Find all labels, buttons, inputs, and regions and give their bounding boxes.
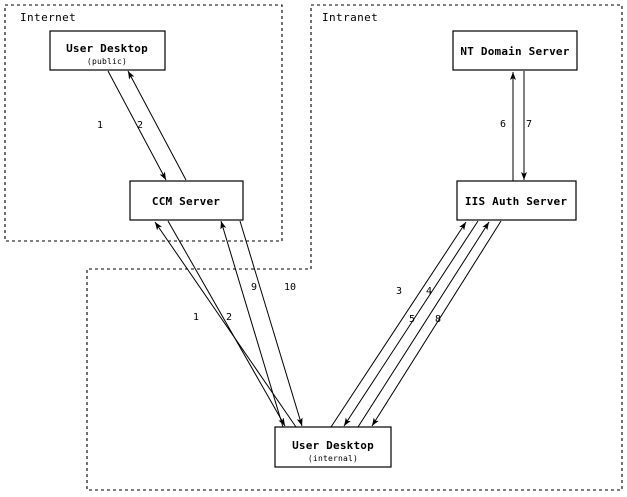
node-box-iis-auth-server[interactable] [456,180,577,221]
flow-line-1-public [107,70,167,181]
node-ccm-server[interactable]: CCM Server [129,180,244,221]
zone-internet-boundary [4,4,283,242]
flow-label-8: 8 [435,314,441,325]
flow-line-3 [330,221,467,428]
flow-label-1-bottom: 1 [193,312,199,323]
zone-label-internet: Internet [20,11,76,24]
node-title-nt-domain-server: NT Domain Server [460,45,569,58]
flow-label-2-bottom: 2 [226,312,232,323]
link-internal-desktop-iis-5-8 [357,220,502,428]
node-title-iis-auth-server: IIS Auth Server [465,195,568,208]
flow-line-10 [239,220,303,427]
node-user-desktop-public[interactable]: User Desktop (public) [49,30,166,71]
link-internal-desktop-iis-3-4 [330,220,479,428]
flow-label-6: 6 [500,119,506,130]
node-box-nt-domain-server[interactable] [452,30,578,71]
flow-label-5: 5 [409,314,415,325]
flow-label-2-top: 2 [137,120,143,131]
node-title-user-desktop-public: User Desktop [66,42,148,55]
node-nt-domain-server[interactable]: NT Domain Server [452,30,578,71]
flow-line-8 [371,220,502,427]
flow-label-7: 7 [526,119,532,130]
link-ccm-internal-desktop-9-10 [220,220,303,428]
flow-line-5 [357,221,490,428]
flow-line-2-internal [167,220,286,427]
flow-label-1-top: 1 [97,120,103,131]
node-subtitle-user-desktop-public: (public) [87,57,127,66]
link-iis-ntdomain [510,71,527,181]
node-title-ccm-server: CCM Server [152,195,220,208]
flow-line-2-public [127,70,187,181]
node-user-desktop-internal[interactable]: User Desktop (internal) [274,426,392,468]
node-box-user-desktop-public[interactable] [49,30,166,71]
flow-label-10: 10 [284,282,296,293]
node-iis-auth-server[interactable]: IIS Auth Server [456,180,577,221]
node-subtitle-user-desktop-internal: (internal) [308,454,358,463]
flow-label-4: 4 [426,286,432,297]
flow-line-1-internal [154,221,297,428]
zone-intranet-boundary [86,4,623,491]
flow-line-9 [220,220,284,428]
flow-line-4 [343,220,479,427]
link-public-desktop-ccm [107,70,187,181]
flow-label-3: 3 [396,286,402,297]
link-ccm-internal-desktop-1-2 [154,220,297,428]
flow-label-9: 9 [251,282,257,293]
zone-label-intranet: Intranet [322,11,378,24]
node-box-ccm-server[interactable] [129,180,244,221]
node-title-user-desktop-internal: User Desktop [292,439,374,452]
node-box-user-desktop-internal[interactable] [274,426,392,468]
